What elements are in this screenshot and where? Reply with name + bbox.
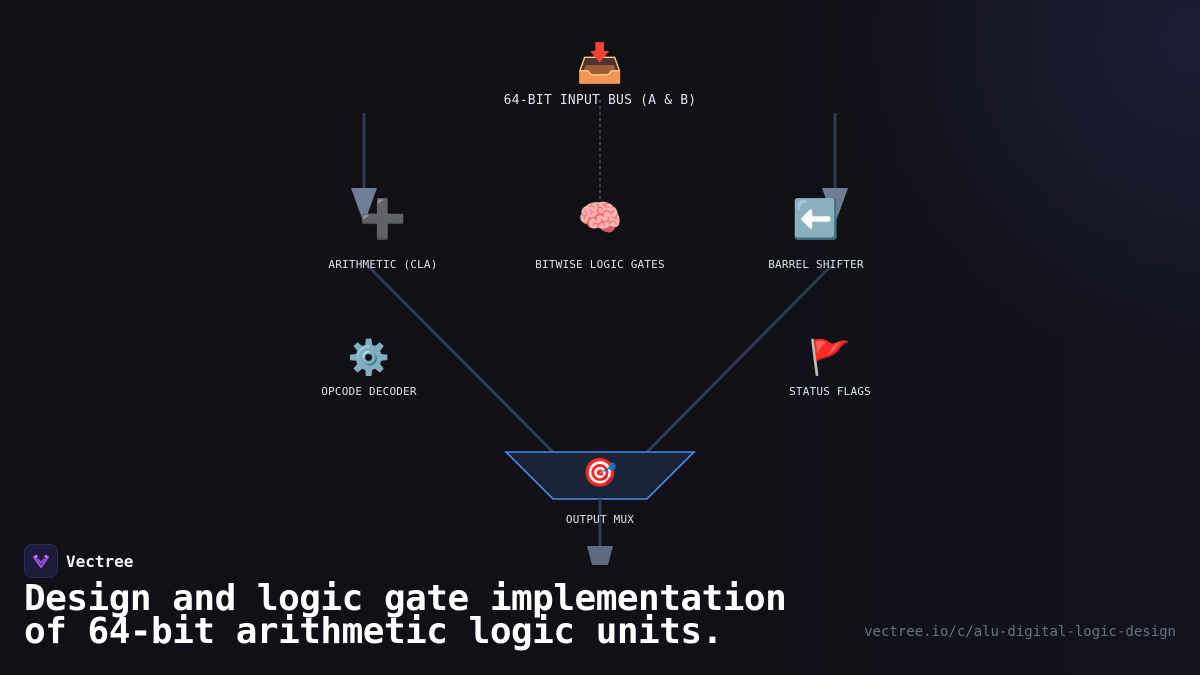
output-mux-shape (504, 451, 696, 500)
red-flag-icon: 🚩 (808, 338, 852, 378)
opcode-decoder-label: OPCODE DECODER (321, 385, 417, 398)
arithmetic-label: ARITHMETIC (CLA) (328, 258, 438, 271)
page-title: Design and logic gate implementation of … (24, 578, 787, 652)
logic-gates-label: BITWISE LOGIC GATES (535, 258, 665, 271)
brand-name: Vectree (66, 551, 134, 571)
output-mux-label: OUTPUT MUX (565, 513, 635, 526)
arrowhead-arithmetic (351, 188, 377, 224)
gear-icon: ⚙️ (347, 338, 391, 378)
status-flags-label: STATUS FLAGS (789, 385, 871, 398)
brain-icon: 🧠 (577, 198, 623, 239)
plus-icon: ➕ (359, 197, 407, 241)
barrel-shifter-label: BARREL SHIFTER (768, 258, 864, 271)
wire-arithmetic-to-mux (365, 263, 555, 454)
wire-shifter-to-mux (645, 263, 834, 454)
left-arrow-icon: ⬅️ (792, 197, 840, 241)
target-icon: 🎯 (582, 456, 618, 489)
arrowhead-output (587, 546, 613, 565)
vectree-logo-icon (24, 544, 58, 578)
brand[interactable]: Vectree (24, 544, 133, 578)
source-url[interactable]: vectree.io/c/alu-digital-logic-design (864, 624, 1176, 640)
arrowhead-shifter (822, 188, 848, 224)
input-bus-label: 64-BIT INPUT BUS (A & B) (503, 93, 697, 108)
inbox-tray-icon: 📥 (576, 41, 624, 85)
